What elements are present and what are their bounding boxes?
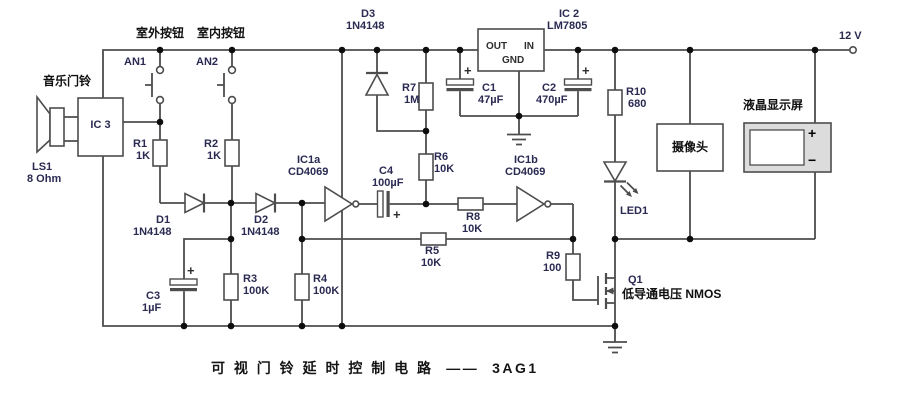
supply-12v-label: 12 V: [839, 30, 862, 42]
diode-d2-symbol: [231, 192, 302, 214]
ic1b-value: CD4069: [505, 166, 546, 178]
ic3-box: [77, 97, 124, 157]
c4-value: 100µF: [372, 177, 404, 189]
lcd-plus-sign: +: [808, 125, 817, 141]
resistor-r10-symbol: [607, 50, 623, 162]
resistor-r2-symbol: [224, 139, 240, 203]
r2-value: 1K: [207, 150, 222, 162]
pushbutton-an2-symbol: [217, 50, 237, 140]
resistor-r6-symbol: [418, 153, 434, 204]
indoor-button-label: 室内按钮: [197, 26, 246, 40]
c2-plus-sign: +: [582, 63, 590, 78]
d2-ref: D2: [254, 214, 269, 226]
r1-ref: R1: [133, 138, 148, 150]
ic3-ref: IC 3: [90, 119, 111, 131]
resistor-r3-symbol: [223, 203, 239, 326]
camera-label: 摄像头: [671, 140, 708, 154]
regulator-ic2-box: [477, 28, 545, 146]
diode-d1-symbol: [160, 192, 231, 214]
resistor-r9-symbol: [565, 239, 598, 301]
lcd-minus-sign: −: [808, 152, 817, 168]
ic2-value: LM7805: [547, 20, 588, 32]
r7-ref: R7: [402, 82, 417, 94]
ic2-pin-out: OUT: [486, 41, 508, 52]
capacitor-c2-symbol: [563, 50, 593, 116]
r6-ref: R6: [434, 151, 449, 163]
lcd-screen: [749, 129, 805, 166]
outdoor-button-label: 室外按钮: [136, 26, 185, 40]
r8-ref: R8: [466, 211, 481, 223]
pushbutton-an1-symbol: [145, 50, 165, 140]
ic1a-value: CD4069: [288, 166, 329, 178]
ls1-ref: LS1: [32, 161, 53, 173]
ic1a-ref: IC1a: [297, 154, 321, 166]
c4-plus-sign: +: [393, 207, 401, 222]
supply-terminal: [848, 45, 857, 54]
ic1b-ref: IC1b: [514, 154, 538, 166]
diode-d3-symbol: [364, 50, 426, 132]
resistor-r1-symbol: [152, 139, 168, 203]
r3-value: 100K: [243, 285, 270, 297]
ground-symbol-q1: [603, 326, 627, 354]
ic2-ref: IC 2: [559, 8, 580, 20]
resistor-r7-symbol: [418, 50, 434, 154]
r8-value: 10K: [462, 223, 483, 235]
r6-value: 10K: [434, 163, 455, 175]
ic2-pin-in: IN: [524, 41, 534, 52]
inverter-ic1b-symbol: [516, 185, 574, 239]
inverter-ic1a-symbol: [302, 185, 378, 223]
c1-plus-sign: +: [464, 63, 472, 78]
d1-ref: D1: [156, 214, 171, 226]
d3-ref: D3: [361, 8, 376, 20]
ls1-value: 8 Ohm: [27, 173, 62, 185]
c1-ref: C1: [482, 82, 497, 94]
c3-ref: C3: [146, 290, 161, 302]
r5-value: 10K: [421, 257, 442, 269]
q1-ref: Q1: [628, 274, 643, 286]
r10-value: 680: [628, 98, 647, 110]
lcd-box: [743, 50, 832, 239]
lcd-label: 液晶显示屏: [743, 98, 804, 112]
c3-value: 1µF: [142, 302, 162, 314]
ground-rail: [102, 156, 615, 327]
r9-ref: R9: [546, 250, 561, 262]
d1-value: 1N4148: [133, 226, 172, 238]
speaker-ls1-symbol: [36, 94, 78, 154]
an2-ref: AN2: [196, 56, 219, 68]
led1-ref: LED1: [620, 205, 649, 217]
r4-ref: R4: [313, 273, 328, 285]
mosfet-q1-symbol: [597, 239, 616, 326]
c3-plus-sign: +: [187, 263, 195, 278]
camera-box: [656, 50, 724, 239]
led1-symbol: [602, 161, 639, 239]
music-doorbell-label: 音乐门铃: [43, 74, 92, 88]
capacitor-c4-symbol: [376, 190, 426, 218]
r10-ref: R10: [626, 86, 647, 98]
r7-value: 1M: [404, 94, 420, 106]
c4-ref: C4: [379, 165, 394, 177]
top-rail-right: [544, 45, 857, 54]
top-rail-left: [102, 49, 478, 99]
c2-ref: C2: [542, 82, 557, 94]
r5-ref: R5: [425, 245, 440, 257]
resistor-r5-symbol: [302, 232, 573, 246]
r2-ref: R2: [204, 138, 219, 150]
an1-ref: AN1: [124, 56, 147, 68]
d3-value: 1N4148: [346, 20, 385, 32]
r1-value: 1K: [136, 150, 151, 162]
r4-value: 100K: [313, 285, 340, 297]
resistor-r8-symbol: [426, 197, 517, 211]
ic2-pin-gnd: GND: [502, 55, 525, 66]
d2-value: 1N4148: [241, 226, 280, 238]
c1-value: 47µF: [478, 94, 504, 106]
capacitor-c3-symbol: [169, 238, 231, 326]
schematic-caption: 可 视 门 铃 延 时 控 制 电 路 —— 3AG1: [211, 360, 539, 376]
r9-value: 100: [543, 262, 562, 274]
c2-value: 470µF: [536, 94, 568, 106]
junction-dots: [156, 46, 819, 330]
r3-ref: R3: [243, 273, 258, 285]
q1-value: 低导通电压 NMOS: [622, 287, 722, 301]
resistor-r4-symbol: [294, 203, 310, 326]
